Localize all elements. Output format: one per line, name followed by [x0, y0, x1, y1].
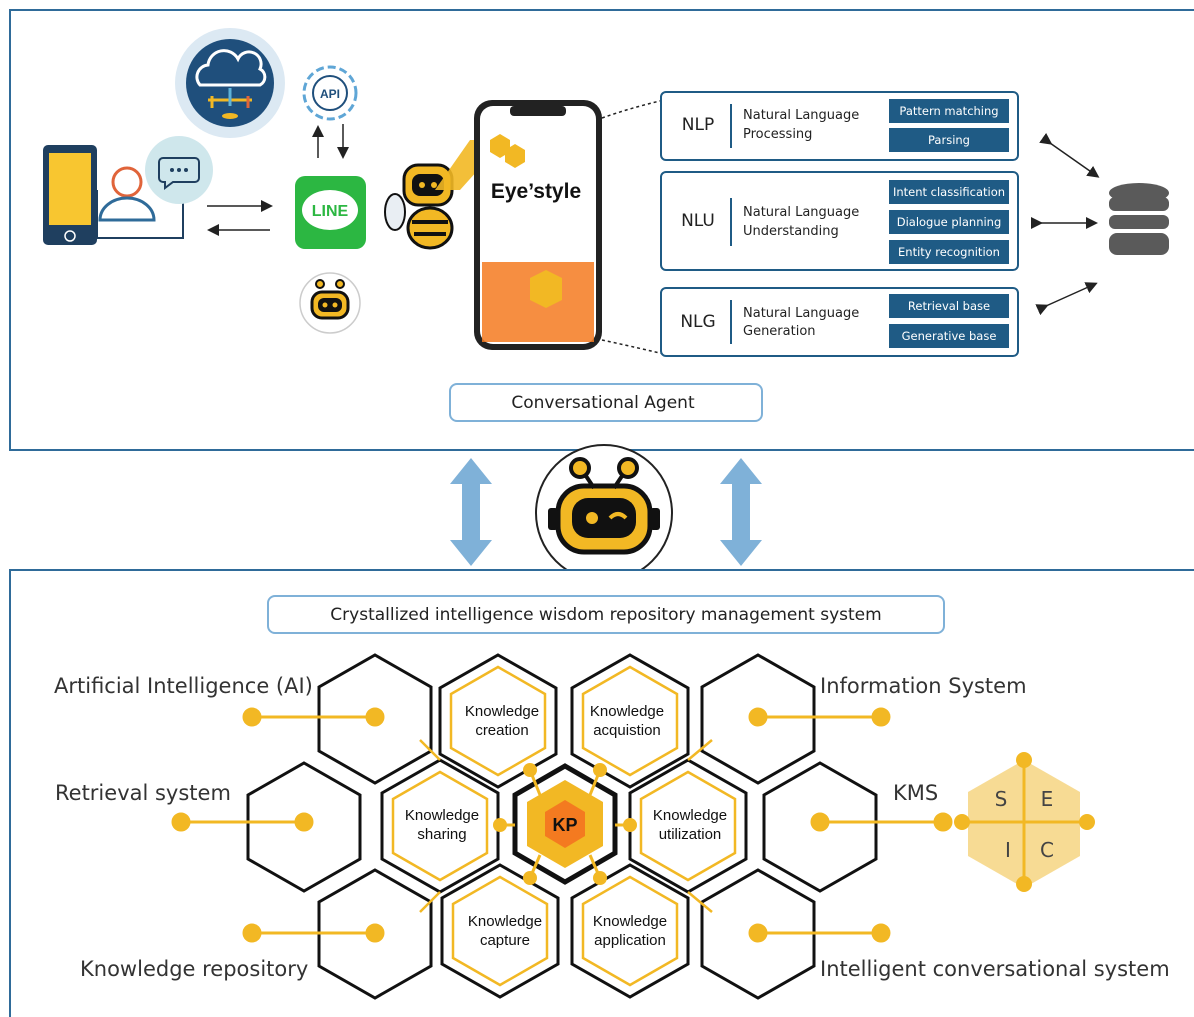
nlu-abbr: NLU — [681, 211, 715, 231]
knowledge-application-l1: Knowledge — [593, 913, 667, 930]
label-info: Information System — [820, 674, 1027, 698]
tag-text: Generative base — [902, 329, 997, 343]
seci-c: C — [1040, 838, 1054, 862]
label-retrieval: Retrieval system — [55, 781, 231, 805]
knowledge-creation-l1: Knowledge — [465, 703, 539, 720]
knowledge-application-l2: application — [594, 932, 666, 949]
smartphone-mockup — [474, 100, 602, 350]
kp-inner-hex — [545, 800, 585, 848]
phone-connector — [96, 190, 184, 239]
tag-text: Dialogue planning — [897, 215, 1002, 229]
tag-text: Entity recognition — [898, 245, 1000, 259]
nlg-abbr: NLG — [680, 312, 715, 332]
tag-text: Parsing — [928, 133, 970, 147]
nlu-name-line2: Understanding — [743, 224, 839, 239]
api-label: API — [320, 87, 340, 101]
double-arrow-right — [720, 458, 762, 566]
label-ics: Intelligent conversational system — [820, 957, 1170, 981]
line-label: LINE — [312, 203, 349, 220]
tag-text: Retrieval base — [908, 299, 990, 313]
tag-retrieval-base — [889, 294, 1009, 318]
gold-contour — [419, 739, 713, 913]
bot-small-icon — [299, 272, 361, 334]
nlg-name-line1: Natural Language — [743, 306, 859, 321]
knowledge-utilization-l2: utilization — [659, 826, 722, 843]
nlp-name-line1: Natural Language — [743, 108, 859, 123]
db-arrow-nlg — [1035, 282, 1098, 316]
label-repository: Knowledge repository — [80, 957, 308, 981]
double-arrow-left — [450, 458, 492, 566]
api-gear-icon — [302, 65, 358, 121]
phone-dashed-bottom — [601, 339, 665, 355]
tag-text: Pattern matching — [899, 104, 998, 118]
knowledge-capture-l2: capture — [480, 932, 530, 949]
label-kms: KMS — [893, 781, 938, 805]
tag-dialogue-planning — [889, 210, 1009, 234]
seci-e: E — [1041, 787, 1054, 811]
side-connectors — [171, 707, 953, 943]
kp-label: KP — [552, 815, 577, 835]
knowledge-acquistion-l2: acquistion — [593, 722, 661, 739]
nlu-name-line1: Natural Language — [743, 205, 859, 220]
conversational-agent-box — [449, 383, 763, 422]
knowledge-creation-l2: creation — [475, 722, 528, 739]
phone-dashed-top — [601, 99, 665, 119]
conversational-agent-label: Conversational Agent — [511, 393, 695, 413]
tag-parsing — [889, 128, 1009, 152]
knowledge-sharing-l2: sharing — [417, 826, 466, 843]
database-icon — [1109, 183, 1169, 255]
nlp-abbr: NLP — [682, 115, 714, 135]
user-icon — [98, 166, 156, 222]
repository-title-box — [267, 595, 945, 634]
cloud-icon — [175, 28, 285, 138]
seci-s: S — [995, 787, 1008, 811]
chat-bubble-icon — [145, 136, 213, 204]
knowledge-capture-l1: Knowledge — [468, 913, 542, 930]
nlg-name-line2: Generation — [743, 324, 816, 339]
kp-spoke-dots — [493, 763, 637, 885]
tag-intent-classification — [889, 180, 1009, 204]
tag-entity-recognition — [889, 240, 1009, 264]
nlp-name-line2: Processing — [743, 127, 812, 142]
db-arrow-nlp — [1039, 132, 1100, 178]
knowledge-utilization-l1: Knowledge — [653, 807, 727, 824]
tag-generative-base — [889, 324, 1009, 348]
repository-title: Crystallized intelligence wisdom reposit… — [330, 605, 881, 625]
seci-dots — [954, 752, 1095, 892]
mobile-phone-icon — [43, 145, 97, 245]
seci-i: I — [1005, 838, 1011, 862]
tag-pattern-matching — [889, 99, 1009, 123]
knowledge-acquistion-l1: Knowledge — [590, 703, 664, 720]
bot-large-icon — [535, 444, 673, 582]
phone-title: Eye’style — [491, 180, 581, 203]
knowledge-sharing-l1: Knowledge — [405, 807, 479, 824]
tag-text: Intent classification — [893, 185, 1005, 199]
label-ai: Artificial Intelligence (AI) — [54, 674, 313, 698]
